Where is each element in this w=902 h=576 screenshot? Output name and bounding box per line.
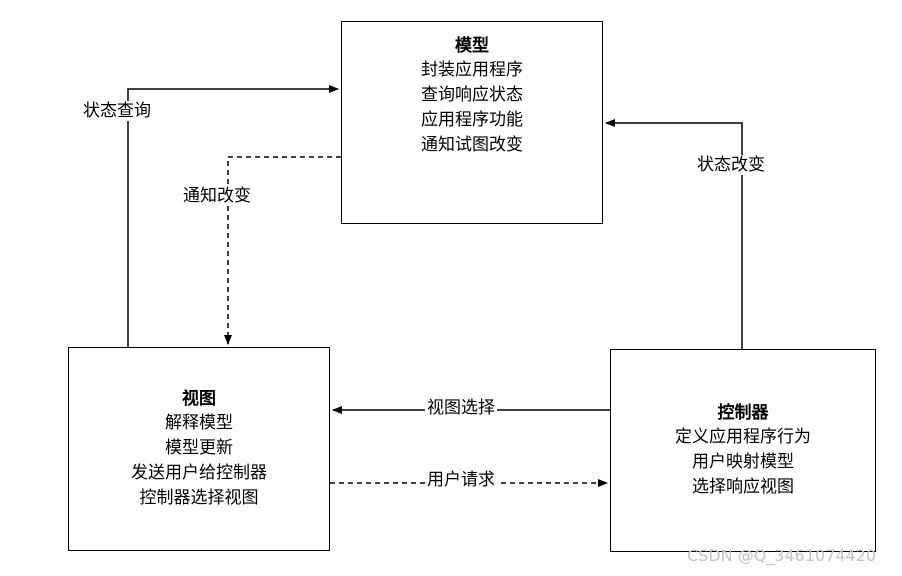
model-line: 通知试图改变 xyxy=(421,135,523,155)
model-box: 模型 封装应用程序 查询响应状态 应用程序功能 通知试图改变 xyxy=(341,21,603,224)
view-select-label: 视图选择 xyxy=(425,398,497,418)
watermark: CSDN @Q_3461074420 xyxy=(687,546,877,565)
controller-line: 用户映射模型 xyxy=(692,452,794,472)
state-query-arrow xyxy=(127,85,339,347)
view-line: 控制器选择视图 xyxy=(139,488,259,508)
controller-box: 控制器 定义应用程序行为 用户映射模型 选择响应视图 xyxy=(610,349,876,552)
controller-line: 选择响应视图 xyxy=(692,477,794,497)
controller-title: 控制器 xyxy=(717,403,769,423)
view-box: 视图 解释模型 模型更新 发送用户给控制器 控制器选择视图 xyxy=(68,347,330,551)
model-title: 模型 xyxy=(455,36,489,56)
user-request-label: 用户请求 xyxy=(425,470,497,490)
state-query-label: 状态查询 xyxy=(81,101,153,121)
notify-change-arrow xyxy=(224,156,341,345)
model-line: 应用程序功能 xyxy=(421,110,523,130)
view-line: 模型更新 xyxy=(165,438,233,458)
state-change-arrow xyxy=(605,119,743,349)
controller-line: 定义应用程序行为 xyxy=(675,427,811,447)
view-line: 解释模型 xyxy=(165,413,233,433)
notify-change-label: 通知改变 xyxy=(181,186,253,206)
view-title: 视图 xyxy=(182,389,216,409)
model-line: 封装应用程序 xyxy=(421,60,523,80)
view-line: 发送用户给控制器 xyxy=(131,463,267,483)
model-line: 查询响应状态 xyxy=(421,85,523,105)
state-change-label: 状态改变 xyxy=(695,155,767,175)
